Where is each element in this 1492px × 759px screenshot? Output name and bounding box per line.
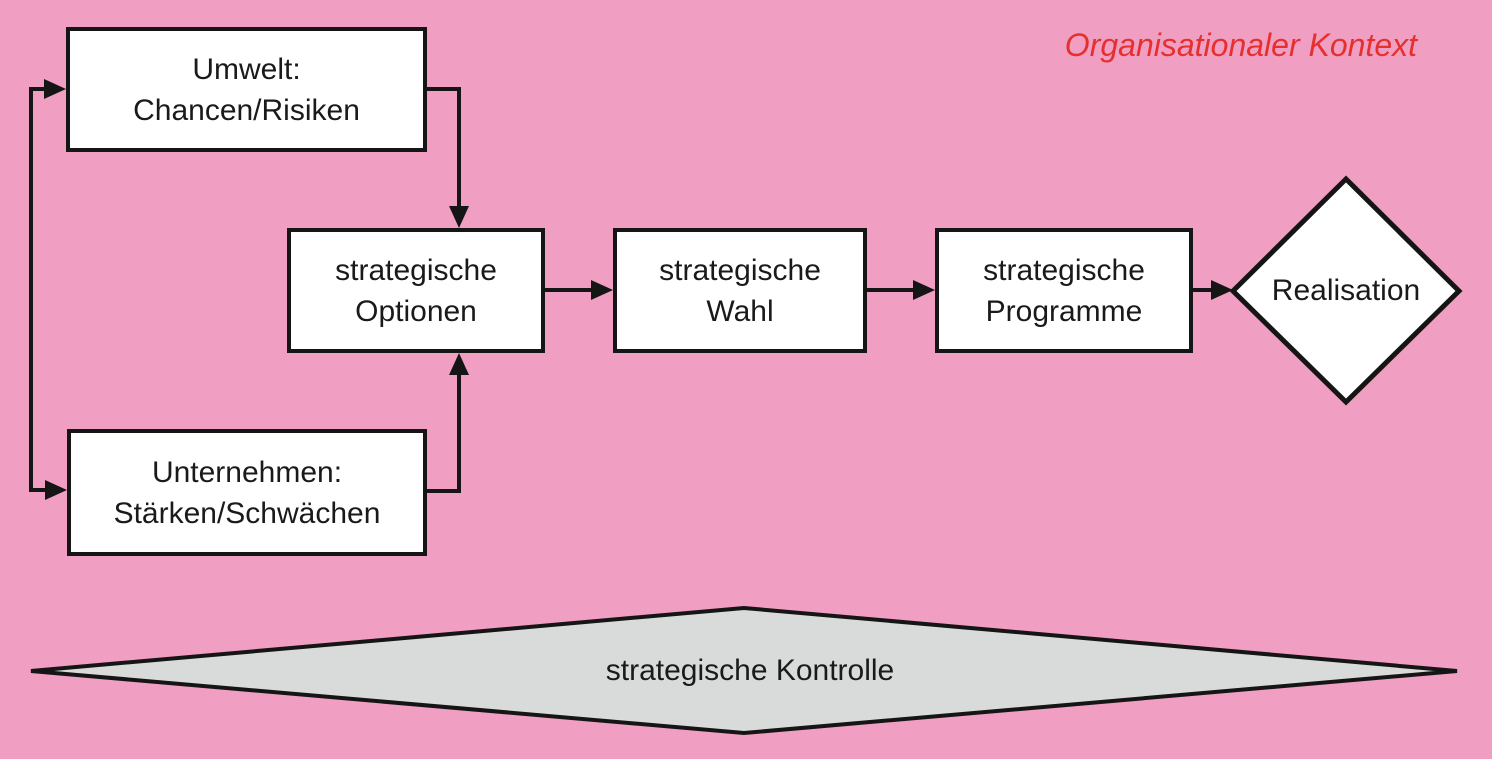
umwelt-label-line1: Umwelt:	[192, 52, 301, 86]
optionen-label-line2: Optionen	[355, 294, 477, 328]
node-kontrolle-shape	[30, 605, 1458, 736]
node-realisation-shape	[1229, 175, 1463, 406]
arrow-unternehmen-to-optionen	[427, 373, 461, 493]
node-umwelt: Umwelt: Chancen/Risiken	[66, 27, 427, 152]
context-title: Organisationaler Kontext	[1064, 27, 1417, 63]
arrowhead-optionen-to-wahl	[591, 280, 613, 300]
wahl-label-line1: strategische	[659, 253, 821, 287]
node-optionen: strategische Optionen	[287, 228, 545, 353]
arrowhead-programme-to-realisation	[1211, 280, 1233, 300]
arrow-umwelt-to-optionen	[427, 87, 461, 208]
unternehmen-label-line1: Unternehmen:	[151, 455, 343, 489]
input-bracket-line	[29, 87, 47, 492]
node-programme: strategische Programme	[935, 228, 1193, 353]
arrowhead-into-umwelt	[44, 79, 66, 99]
wahl-label-line2: Wahl	[706, 294, 774, 328]
arrowhead-umwelt-to-optionen	[449, 206, 469, 228]
arrowhead-unternehmen-to-optionen	[449, 353, 469, 375]
node-wahl: strategische Wahl	[613, 228, 867, 353]
unternehmen-label-line2: Stärken/Schwächen	[113, 496, 381, 530]
node-realisation-label: Realisation	[1271, 274, 1421, 307]
programme-label-line2: Programme	[985, 294, 1143, 328]
arrowhead-into-unternehmen	[45, 480, 67, 500]
node-kontrolle-label: strategische Kontrolle	[605, 654, 895, 687]
node-unternehmen: Unternehmen: Stärken/Schwächen	[67, 429, 427, 556]
optionen-label-line1: strategische	[335, 253, 497, 287]
arrowhead-wahl-to-programme	[913, 280, 935, 300]
programme-label-line1: strategische	[983, 253, 1145, 287]
umwelt-label-line2: Chancen/Risiken	[133, 93, 360, 127]
